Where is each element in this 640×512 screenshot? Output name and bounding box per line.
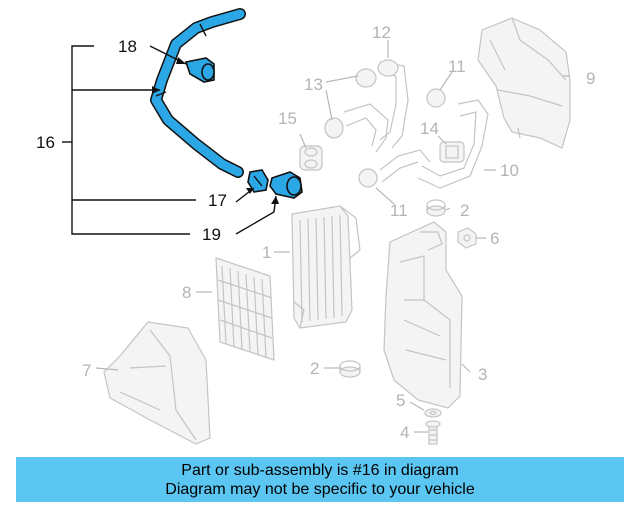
part-15-connector xyxy=(299,145,323,171)
diagram-canvas: 18 16 17 19 12 13 11 9 15 14 10 11 2 6 1… xyxy=(36,8,595,445)
callout-2-lower: 2 xyxy=(310,359,319,378)
grey-leader-lines xyxy=(95,40,570,433)
caption-line-2: Diagram may not be specific to your vehi… xyxy=(165,480,475,498)
hose-16-body xyxy=(151,9,245,177)
callout-4: 4 xyxy=(400,423,409,442)
callout-9: 9 xyxy=(586,69,595,88)
part-12-hose xyxy=(377,59,409,149)
callout-17: 17 xyxy=(208,191,227,210)
callout-8: 8 xyxy=(182,283,191,302)
part-6-nut xyxy=(457,227,477,249)
callout-1: 1 xyxy=(262,243,271,262)
part-2-grommet-lower xyxy=(339,360,361,378)
part-5-washer xyxy=(424,408,442,418)
part-13-hose-clamp xyxy=(324,68,389,153)
part-17-clip xyxy=(247,169,269,193)
callout-10: 10 xyxy=(500,161,519,180)
part-8-grille xyxy=(215,257,275,361)
callout-6: 6 xyxy=(490,229,499,248)
part-3-support-frame xyxy=(383,221,463,409)
part-14-connector xyxy=(439,141,465,163)
part-19-connector xyxy=(269,171,303,199)
part-18-connector xyxy=(184,57,215,83)
dark-leader-lines xyxy=(62,45,279,235)
caption-banner: Part or sub-assembly is #16 in diagram D… xyxy=(16,457,624,502)
callout-13: 13 xyxy=(304,75,323,94)
callout-11-upper: 11 xyxy=(448,57,466,76)
callout-15: 15 xyxy=(278,109,297,128)
part-4-bolt xyxy=(425,420,441,445)
callout-16: 16 xyxy=(36,133,55,152)
caption-line-1: Part or sub-assembly is #16 in diagram xyxy=(181,461,459,479)
part-7-air-deflector xyxy=(103,321,211,445)
callout-11-lower: 11 xyxy=(390,201,408,220)
callout-3: 3 xyxy=(478,365,487,384)
callout-2-upper: 2 xyxy=(460,201,469,220)
part-9-air-duct xyxy=(477,17,571,149)
callout-7: 7 xyxy=(82,361,91,380)
part-2-grommet-upper xyxy=(426,199,446,217)
callout-18: 18 xyxy=(118,37,137,56)
callout-19: 19 xyxy=(202,225,221,244)
callout-12: 12 xyxy=(372,23,391,42)
callout-5: 5 xyxy=(396,391,405,410)
part-11-hose xyxy=(358,88,489,189)
callout-labels: 18 16 17 19 12 13 11 9 15 14 10 11 2 6 1… xyxy=(36,23,595,442)
part-1-radiator xyxy=(291,205,361,329)
callout-14: 14 xyxy=(420,119,439,138)
part-16-hose-assembly xyxy=(150,8,303,199)
